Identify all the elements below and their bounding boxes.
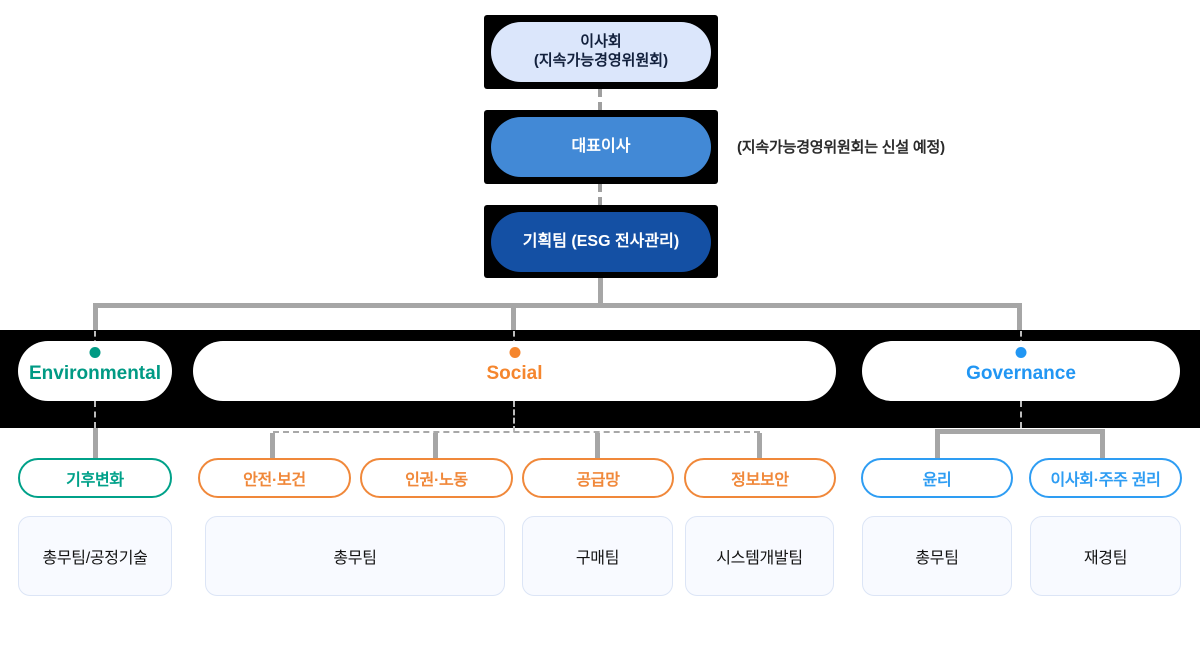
team-box-social-3: 시스템개발팀	[685, 516, 834, 596]
team-box-governance-2: 재경팀	[1030, 516, 1181, 596]
topic-safety-health-label: 안전·보건	[243, 472, 306, 489]
connector-human-rights-drop	[433, 433, 438, 458]
topic-info-security-label: 정보보안	[731, 472, 789, 489]
connector-env-dash-top	[94, 331, 96, 346]
topic-ethics: 윤리	[861, 458, 1013, 498]
pillar-social-label: Social	[486, 363, 543, 384]
governance-dot-icon	[1015, 347, 1027, 358]
team-governance-2-label: 재경팀	[1083, 550, 1128, 567]
connector-soc-dash-top	[513, 331, 515, 346]
topic-supply-chain: 공급망	[522, 458, 674, 498]
environmental-dot-icon	[89, 347, 101, 358]
topic-ethics-label: 윤리	[922, 472, 952, 489]
connector-supply-drop	[595, 433, 600, 458]
board-card: 이사회 (지속가능경영위원회)	[484, 15, 718, 89]
team-social-2-label: 구매팀	[575, 550, 620, 567]
planning-node: 기획팀 (ESG 전사관리)	[491, 211, 711, 272]
team-governance-1-label: 총무팀	[915, 550, 959, 567]
connector-main-horizontal	[93, 303, 1022, 308]
team-box-social-2: 구매팀	[522, 516, 673, 596]
pillar-social: Social	[193, 341, 836, 401]
connector-infosec-drop	[757, 433, 762, 458]
team-box-environmental: 총무팀/공정기술	[18, 516, 172, 596]
connector-shareholder-drop	[1100, 429, 1105, 458]
connector-gov-dash-top	[1020, 331, 1022, 346]
topic-human-rights-labor-label: 인권·노동	[405, 472, 468, 489]
team-social-3-label: 시스템개발팀	[716, 550, 803, 567]
connector-gov-dash-bottom	[1020, 401, 1022, 428]
team-box-governance-1: 총무팀	[862, 516, 1012, 596]
topic-board-shareholder-rights: 이사회·주주 권리	[1029, 458, 1182, 498]
pillar-environmental-label: Environmental	[29, 363, 161, 384]
topic-board-shareholder-rights-label: 이사회·주주 권리	[1050, 472, 1161, 489]
team-social-1-label: 총무팀	[333, 550, 377, 567]
pillar-environmental: Environmental	[18, 341, 172, 401]
team-box-social-1: 총무팀	[205, 516, 505, 596]
planning-card: 기획팀 (ESG 전사관리)	[484, 205, 718, 278]
topic-climate: 기후변화	[18, 458, 172, 498]
connector-safety-drop	[270, 433, 275, 458]
connector-social-dashed-bar	[273, 431, 760, 433]
connector-climate-drop	[93, 428, 98, 458]
topic-human-rights-labor: 인권·노동	[360, 458, 513, 498]
connector-env-dash-bottom	[94, 401, 96, 428]
topic-info-security: 정보보안	[684, 458, 836, 498]
connector-soc-dash-bottom	[513, 401, 515, 432]
board-label-line1: 이사회	[580, 33, 622, 51]
connector-env-drop	[93, 308, 98, 331]
ceo-label: 대표이사	[571, 138, 631, 155]
ceo-card: 대표이사	[484, 110, 718, 184]
connector-ethics-drop	[935, 429, 940, 458]
committee-note: (지속가능경영위원회는 신설 예정)	[737, 139, 945, 156]
connector-gov-drop	[1017, 308, 1022, 331]
ceo-node: 대표이사	[491, 117, 711, 177]
connector-board-ceo	[598, 89, 602, 110]
connector-planning-drop	[598, 278, 603, 308]
topic-safety-health: 안전·보건	[198, 458, 351, 498]
board-node: 이사회 (지속가능경영위원회)	[491, 22, 711, 82]
connector-governance-bar	[935, 429, 1105, 434]
board-label-line2: (지속가능경영위원회)	[533, 52, 669, 69]
topic-supply-chain-label: 공급망	[576, 472, 620, 489]
pillar-governance-label: Governance	[966, 363, 1076, 384]
team-environmental-label: 총무팀/공정기술	[42, 550, 148, 567]
topic-climate-label: 기후변화	[66, 472, 124, 489]
social-dot-icon	[509, 347, 520, 358]
connector-ceo-planning	[598, 184, 602, 205]
pillar-governance: Governance	[862, 341, 1180, 401]
planning-label: 기획팀 (ESG 전사관리)	[522, 232, 680, 250]
connector-soc-drop	[511, 308, 516, 331]
